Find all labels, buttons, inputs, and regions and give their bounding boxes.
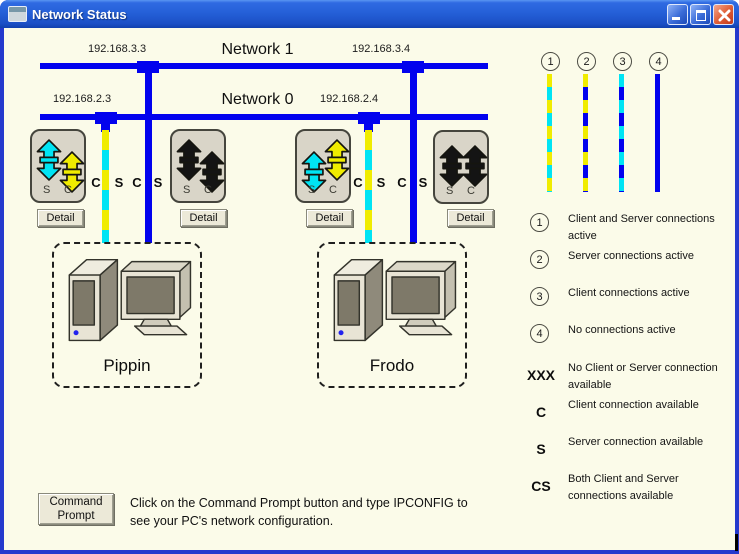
server-label: S bbox=[183, 184, 191, 196]
inactive-arrow-icon bbox=[176, 139, 202, 181]
server-active-arrow-icon bbox=[36, 139, 62, 181]
title-bar[interactable]: Network Status bbox=[0, 0, 739, 28]
client-label: C bbox=[64, 184, 72, 196]
legend-symbol-text: Both Client and Server connections avail… bbox=[568, 473, 679, 502]
bus-tap bbox=[358, 112, 380, 124]
command-prompt-button[interactable]: Command Prompt bbox=[38, 493, 114, 525]
server-available-marker: S bbox=[418, 175, 428, 190]
network-0-label: Network 0 bbox=[221, 91, 294, 108]
computer-frodo: Frodo bbox=[317, 242, 467, 388]
server-label: S bbox=[308, 184, 316, 196]
server-label: S bbox=[446, 185, 454, 197]
app-icon bbox=[8, 6, 27, 22]
bus-tap bbox=[95, 112, 117, 124]
legend-item-text: Client and Server connections active bbox=[568, 213, 715, 242]
client-active-arrow-icon bbox=[59, 151, 85, 193]
legend-item-text: Server connections active bbox=[568, 250, 694, 262]
legend-symbol-text: No Client or Server connection available bbox=[568, 362, 718, 391]
screen-artifact bbox=[735, 534, 738, 551]
pippin-network1-connection-line bbox=[145, 66, 152, 243]
ip-label-192-168-2-4: 192.168.2.4 bbox=[320, 93, 379, 105]
legend-circle-4: 4 bbox=[649, 52, 668, 71]
server-active-arrow-icon bbox=[301, 151, 327, 193]
detail-button-4[interactable]: Detail bbox=[447, 209, 494, 227]
legend-item-text: Client connections active bbox=[568, 287, 690, 299]
legend-symbol-xxx: XXX bbox=[526, 367, 555, 383]
legend-item-circle: 2 bbox=[530, 250, 549, 269]
client-available-marker: C bbox=[132, 175, 142, 190]
legend-line-server-active bbox=[583, 74, 588, 192]
computer-name: Frodo bbox=[369, 356, 415, 375]
ip-label-192-168-3-4: 192.168.3.4 bbox=[352, 43, 411, 55]
legend-line-client-server-active bbox=[547, 74, 552, 192]
maximize-button[interactable] bbox=[690, 3, 711, 25]
legend-item-text: No connections active bbox=[568, 324, 676, 336]
ip-label-192-168-2-3: 192.168.2.3 bbox=[53, 93, 112, 105]
server-label: S bbox=[43, 184, 51, 196]
bus-stub bbox=[364, 124, 373, 132]
network-1-bus bbox=[40, 63, 488, 69]
detail-button-3[interactable]: Detail bbox=[306, 209, 353, 227]
legend-circle-3: 3 bbox=[613, 52, 632, 71]
frodo-network0-connection-line bbox=[365, 130, 372, 243]
client-available-marker: C bbox=[397, 175, 407, 190]
client-active-arrow-icon bbox=[324, 139, 350, 181]
window-title: Network Status bbox=[32, 6, 127, 22]
legend-item-circle: 4 bbox=[530, 324, 549, 343]
maximize-icon bbox=[696, 9, 706, 21]
client-available-marker: C bbox=[353, 175, 363, 190]
window-controls bbox=[667, 3, 734, 25]
legend-line-no-connections bbox=[655, 74, 660, 192]
desktop-computer-icon bbox=[68, 258, 192, 342]
detail-button-2[interactable]: Detail bbox=[180, 209, 227, 227]
close-icon bbox=[718, 9, 731, 21]
client-label: C bbox=[329, 184, 337, 196]
bus-stub bbox=[101, 124, 110, 132]
legend-symbol-s: S bbox=[536, 441, 546, 457]
close-button[interactable] bbox=[713, 3, 734, 25]
legend-circle-2: 2 bbox=[577, 52, 596, 71]
computer-name: Pippin bbox=[103, 356, 151, 375]
pippin-network0-connection-line bbox=[102, 130, 109, 243]
server-available-marker: S bbox=[153, 175, 163, 190]
ip-label-192-168-3-3: 192.168.3.3 bbox=[88, 43, 147, 55]
adapter-box-frodo-network0: S C bbox=[295, 129, 351, 203]
computer-pippin: Pippin bbox=[52, 242, 202, 388]
network-0-bus bbox=[40, 114, 488, 120]
minimize-button[interactable] bbox=[667, 3, 688, 25]
legend-symbol-text: Client connection available bbox=[568, 399, 699, 411]
desktop-computer-icon bbox=[333, 258, 457, 342]
client-available-marker: C bbox=[91, 175, 101, 190]
network-1-label: Network 1 bbox=[221, 41, 294, 58]
legend-symbol-c: C bbox=[535, 404, 547, 420]
legend-item-circle: 3 bbox=[530, 287, 549, 306]
adapter-box-frodo-network1: S C bbox=[433, 130, 489, 204]
inactive-arrow-icon bbox=[199, 151, 225, 193]
legend-circle-1: 1 bbox=[541, 52, 560, 71]
detail-button-1[interactable]: Detail bbox=[37, 209, 84, 227]
legend-symbol-text: Server connection available bbox=[568, 436, 704, 448]
instruction-text: Click on the Command Prompt button and t… bbox=[130, 496, 468, 528]
inactive-arrow-icon bbox=[439, 145, 465, 187]
adapter-box-pippin-network0: S C bbox=[30, 129, 86, 203]
legend-line-client-active bbox=[619, 74, 624, 192]
minimize-icon bbox=[672, 16, 680, 20]
server-available-marker: S bbox=[376, 175, 386, 190]
adapter-box-pippin-network1: S C bbox=[170, 129, 226, 203]
frodo-network1-connection-line bbox=[410, 66, 417, 243]
inactive-arrow-icon bbox=[462, 145, 488, 187]
legend-item-circle: 1 bbox=[530, 213, 549, 232]
legend-symbol-cs: CS bbox=[531, 478, 551, 494]
client-label: C bbox=[467, 185, 475, 197]
client-label: C bbox=[204, 184, 212, 196]
server-available-marker: S bbox=[114, 175, 124, 190]
